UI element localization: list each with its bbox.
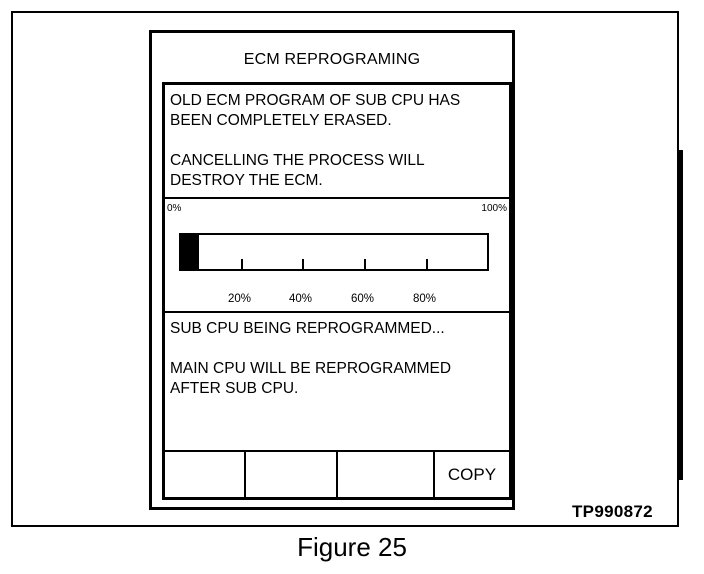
softkey-2[interactable] [246,452,338,497]
tick-label-20: 20% [228,293,252,305]
figure-frame [11,11,679,527]
screen-title: ECM REPROGRAMING [243,51,421,68]
status-message: SUB CPU BEING REPROGRAMMED... MAIN CPU W… [170,320,452,397]
copy-button[interactable]: COPY [435,452,509,497]
progress-tick [302,259,304,269]
progress-start-label: 0% [167,203,182,214]
progress-tick [241,259,243,269]
figure-caption: Figure 25 [297,532,407,562]
progress-end-label: 100% [481,203,507,214]
progress-tick [364,259,366,269]
progress-tick [426,259,428,269]
tick-label-40: 40% [289,293,313,305]
tick-label-80: 80% [413,293,437,305]
tick-label-60: 60% [351,293,375,305]
warning-message: OLD ECM PROGRAM OF SUB CPU HAS BEEN COMP… [170,92,461,189]
divider [165,311,509,313]
softkey-bar: COPY [165,450,509,497]
progress-fill [181,235,200,269]
figure-code: TP990872 [572,502,653,521]
progress-bar [179,233,489,271]
softkey-3[interactable] [338,452,435,497]
softkey-1[interactable] [165,452,246,497]
divider [165,197,509,199]
frame-edge [679,150,683,480]
content-panel: OLD ECM PROGRAM OF SUB CPU HAS BEEN COMP… [162,82,512,500]
